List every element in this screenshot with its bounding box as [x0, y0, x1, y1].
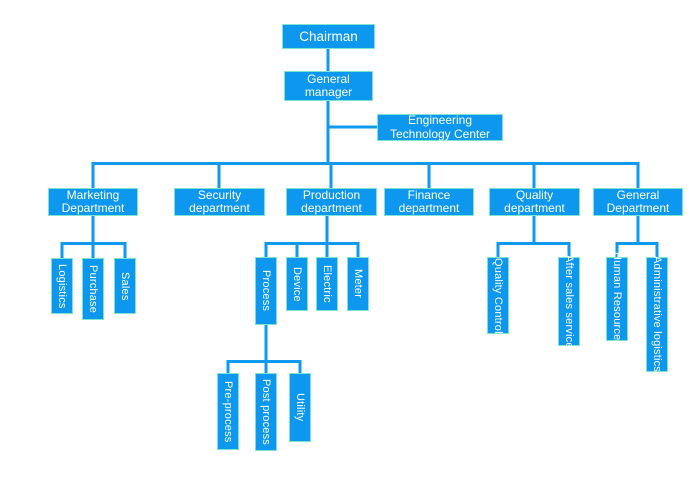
node-production-department[interactable]: Production department [286, 188, 377, 216]
node-after-sales-service-label: After sales service [563, 254, 576, 349]
node-meter[interactable]: Meter [347, 257, 369, 311]
node-general-department[interactable]: General Department [593, 188, 683, 216]
node-post-process-label: Post process [260, 379, 273, 445]
node-meter-label: Meter [352, 269, 365, 299]
node-human-resources[interactable]: Human Resources [606, 252, 628, 346]
node-after-sales-service[interactable]: After sales service [558, 254, 580, 349]
node-quality-control-label: Quality Control [492, 257, 505, 334]
node-general-manager[interactable]: General manager [284, 71, 373, 101]
node-logistics[interactable]: Logistics [51, 258, 73, 314]
node-marketing-department[interactable]: Marketing Department [48, 188, 138, 216]
node-administrative-logistics[interactable]: Administrative logistics [646, 256, 668, 373]
node-utility-label: Utility [294, 393, 307, 422]
node-human-resources-label: Human Resources [611, 251, 624, 347]
node-security-department[interactable]: Security department [174, 188, 265, 216]
node-utility[interactable]: Utility [289, 373, 311, 442]
node-device[interactable]: Device [286, 257, 308, 311]
node-purchase-label: Purchase [87, 264, 100, 314]
node-device-label: Device [291, 266, 304, 302]
node-process[interactable]: Process [255, 257, 277, 325]
node-quality-department[interactable]: Quality department [489, 188, 580, 216]
node-pre-process[interactable]: Pre-process [217, 373, 239, 450]
node-electric[interactable]: Electric [316, 257, 338, 311]
node-post-process[interactable]: Post process [255, 373, 277, 451]
node-logistics-label: Logistics [56, 263, 69, 309]
node-chairman[interactable]: Chairman [282, 24, 375, 49]
node-quality-control[interactable]: Quality Control [487, 257, 509, 334]
node-electric-label: Electric [321, 265, 334, 303]
node-sales-label: Sales [119, 271, 132, 301]
node-process-label: Process [260, 270, 273, 312]
node-administrative-logistics-label: Administrative logistics [651, 256, 664, 373]
node-sales[interactable]: Sales [114, 258, 136, 314]
node-pre-process-label: Pre-process [222, 380, 235, 443]
node-purchase[interactable]: Purchase [82, 258, 104, 320]
node-finance-department[interactable]: Finance department [384, 188, 474, 216]
node-engineering-technology-center[interactable]: Engineering Technology Center [377, 113, 503, 141]
